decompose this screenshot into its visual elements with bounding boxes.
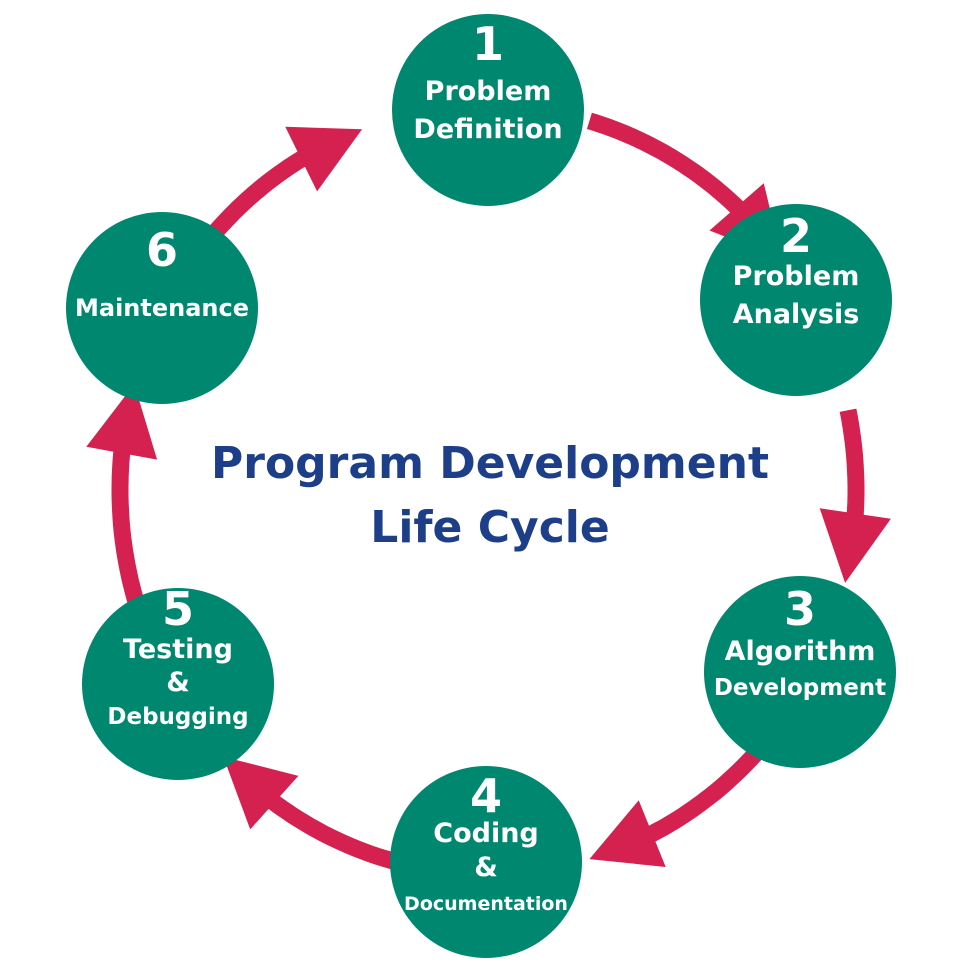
step-circle-2 [700, 204, 892, 396]
step-label-4-line-2: & [474, 852, 498, 883]
arrow-shaft-4 [250, 781, 402, 871]
step-circle-4 [390, 766, 582, 958]
step-label-1-line-2: Definition [413, 114, 562, 145]
nodes-layer: 1ProblemDefinition2ProblemAnalysis3Algor… [66, 14, 896, 958]
step-number-5: 5 [162, 582, 194, 636]
step-label-5-line-2: & [166, 667, 190, 698]
step-number-6: 6 [146, 223, 178, 277]
arrow-head-2 [819, 508, 891, 583]
step-label-6-line-1: Maintenance [75, 294, 249, 322]
step-label-5-line-1: Testing [123, 634, 233, 665]
step-number-1: 1 [472, 17, 504, 71]
step-circle-6 [66, 212, 258, 404]
step-label-3-line-2: Development [714, 675, 886, 701]
step-circle-5 [82, 588, 274, 780]
step-circle-3 [704, 576, 896, 768]
step-number-4: 4 [470, 769, 502, 823]
arrow-head-3 [589, 800, 666, 867]
arrow-shaft-3 [628, 741, 768, 852]
arrow-head-5 [86, 384, 158, 460]
step-circle-1 [392, 14, 584, 206]
step-label-2-line-2: Analysis [733, 299, 860, 330]
step-label-3-line-1: Algorithm [725, 636, 876, 667]
step-label-4-line-3: Documentation [404, 893, 568, 915]
step-number-3: 3 [784, 582, 816, 636]
arrow-shaft-1 [586, 112, 759, 230]
title-line-2: Life Cycle [370, 502, 609, 553]
arrow-head-4 [223, 756, 299, 830]
step-label-5-line-3: Debugging [107, 704, 248, 730]
arrow-shaft-5 [111, 428, 145, 605]
arrow-head-6 [285, 126, 363, 192]
step-label-1-line-1: Problem [425, 76, 552, 107]
step-label-2-line-1: Problem [733, 261, 860, 292]
step-number-2: 2 [780, 209, 812, 263]
title-line-1: Program Development [211, 438, 769, 489]
arrows-layer [86, 112, 891, 871]
step-label-4-line-1: Coding [433, 818, 539, 849]
